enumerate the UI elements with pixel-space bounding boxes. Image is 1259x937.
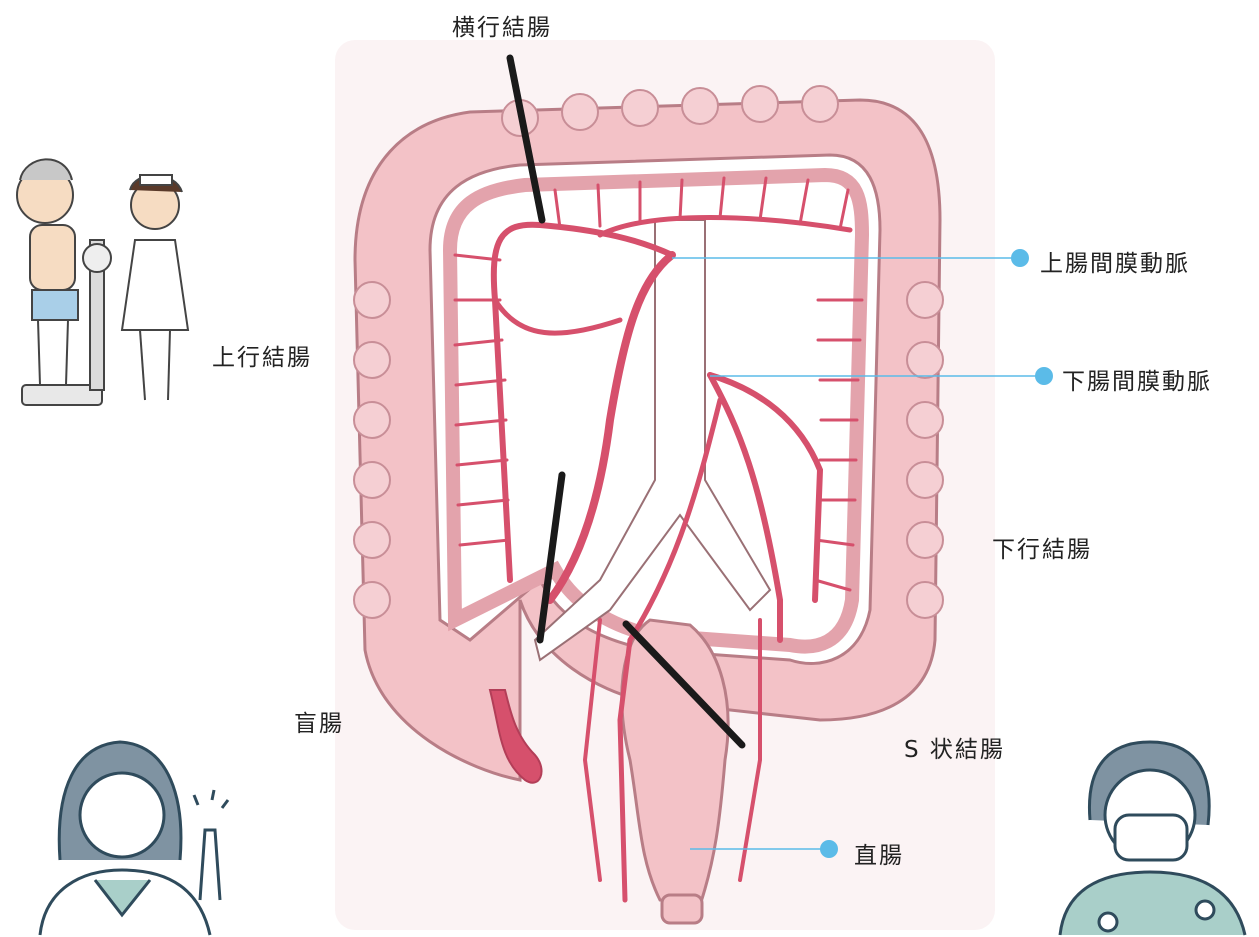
label-inferior-mesenteric-artery: 下腸間膜動脈: [1062, 362, 1212, 396]
nurse-illustration: [122, 175, 188, 400]
male-doctor-mask-illustration: [1060, 742, 1245, 935]
label-descending-colon: 下行結腸: [992, 530, 1092, 564]
label-cecum: 盲腸: [294, 704, 344, 738]
female-doctor-illustration: [40, 742, 228, 935]
label-rectum: 直腸: [854, 836, 904, 870]
pointer-dot-rectum: [820, 840, 838, 858]
patient-on-scale-illustration: [17, 159, 111, 405]
label-ascending-colon: 上行結腸: [212, 338, 312, 372]
label-transverse-colon: 横行結腸: [452, 8, 552, 42]
pointer-dot-sma: [1011, 249, 1029, 267]
label-sigmoid-colon: S 状結腸: [904, 730, 1005, 764]
pointer-dot-ima: [1035, 367, 1053, 385]
anal-canal: [662, 895, 702, 923]
label-superior-mesenteric-artery: 上腸間膜動脈: [1040, 244, 1190, 278]
